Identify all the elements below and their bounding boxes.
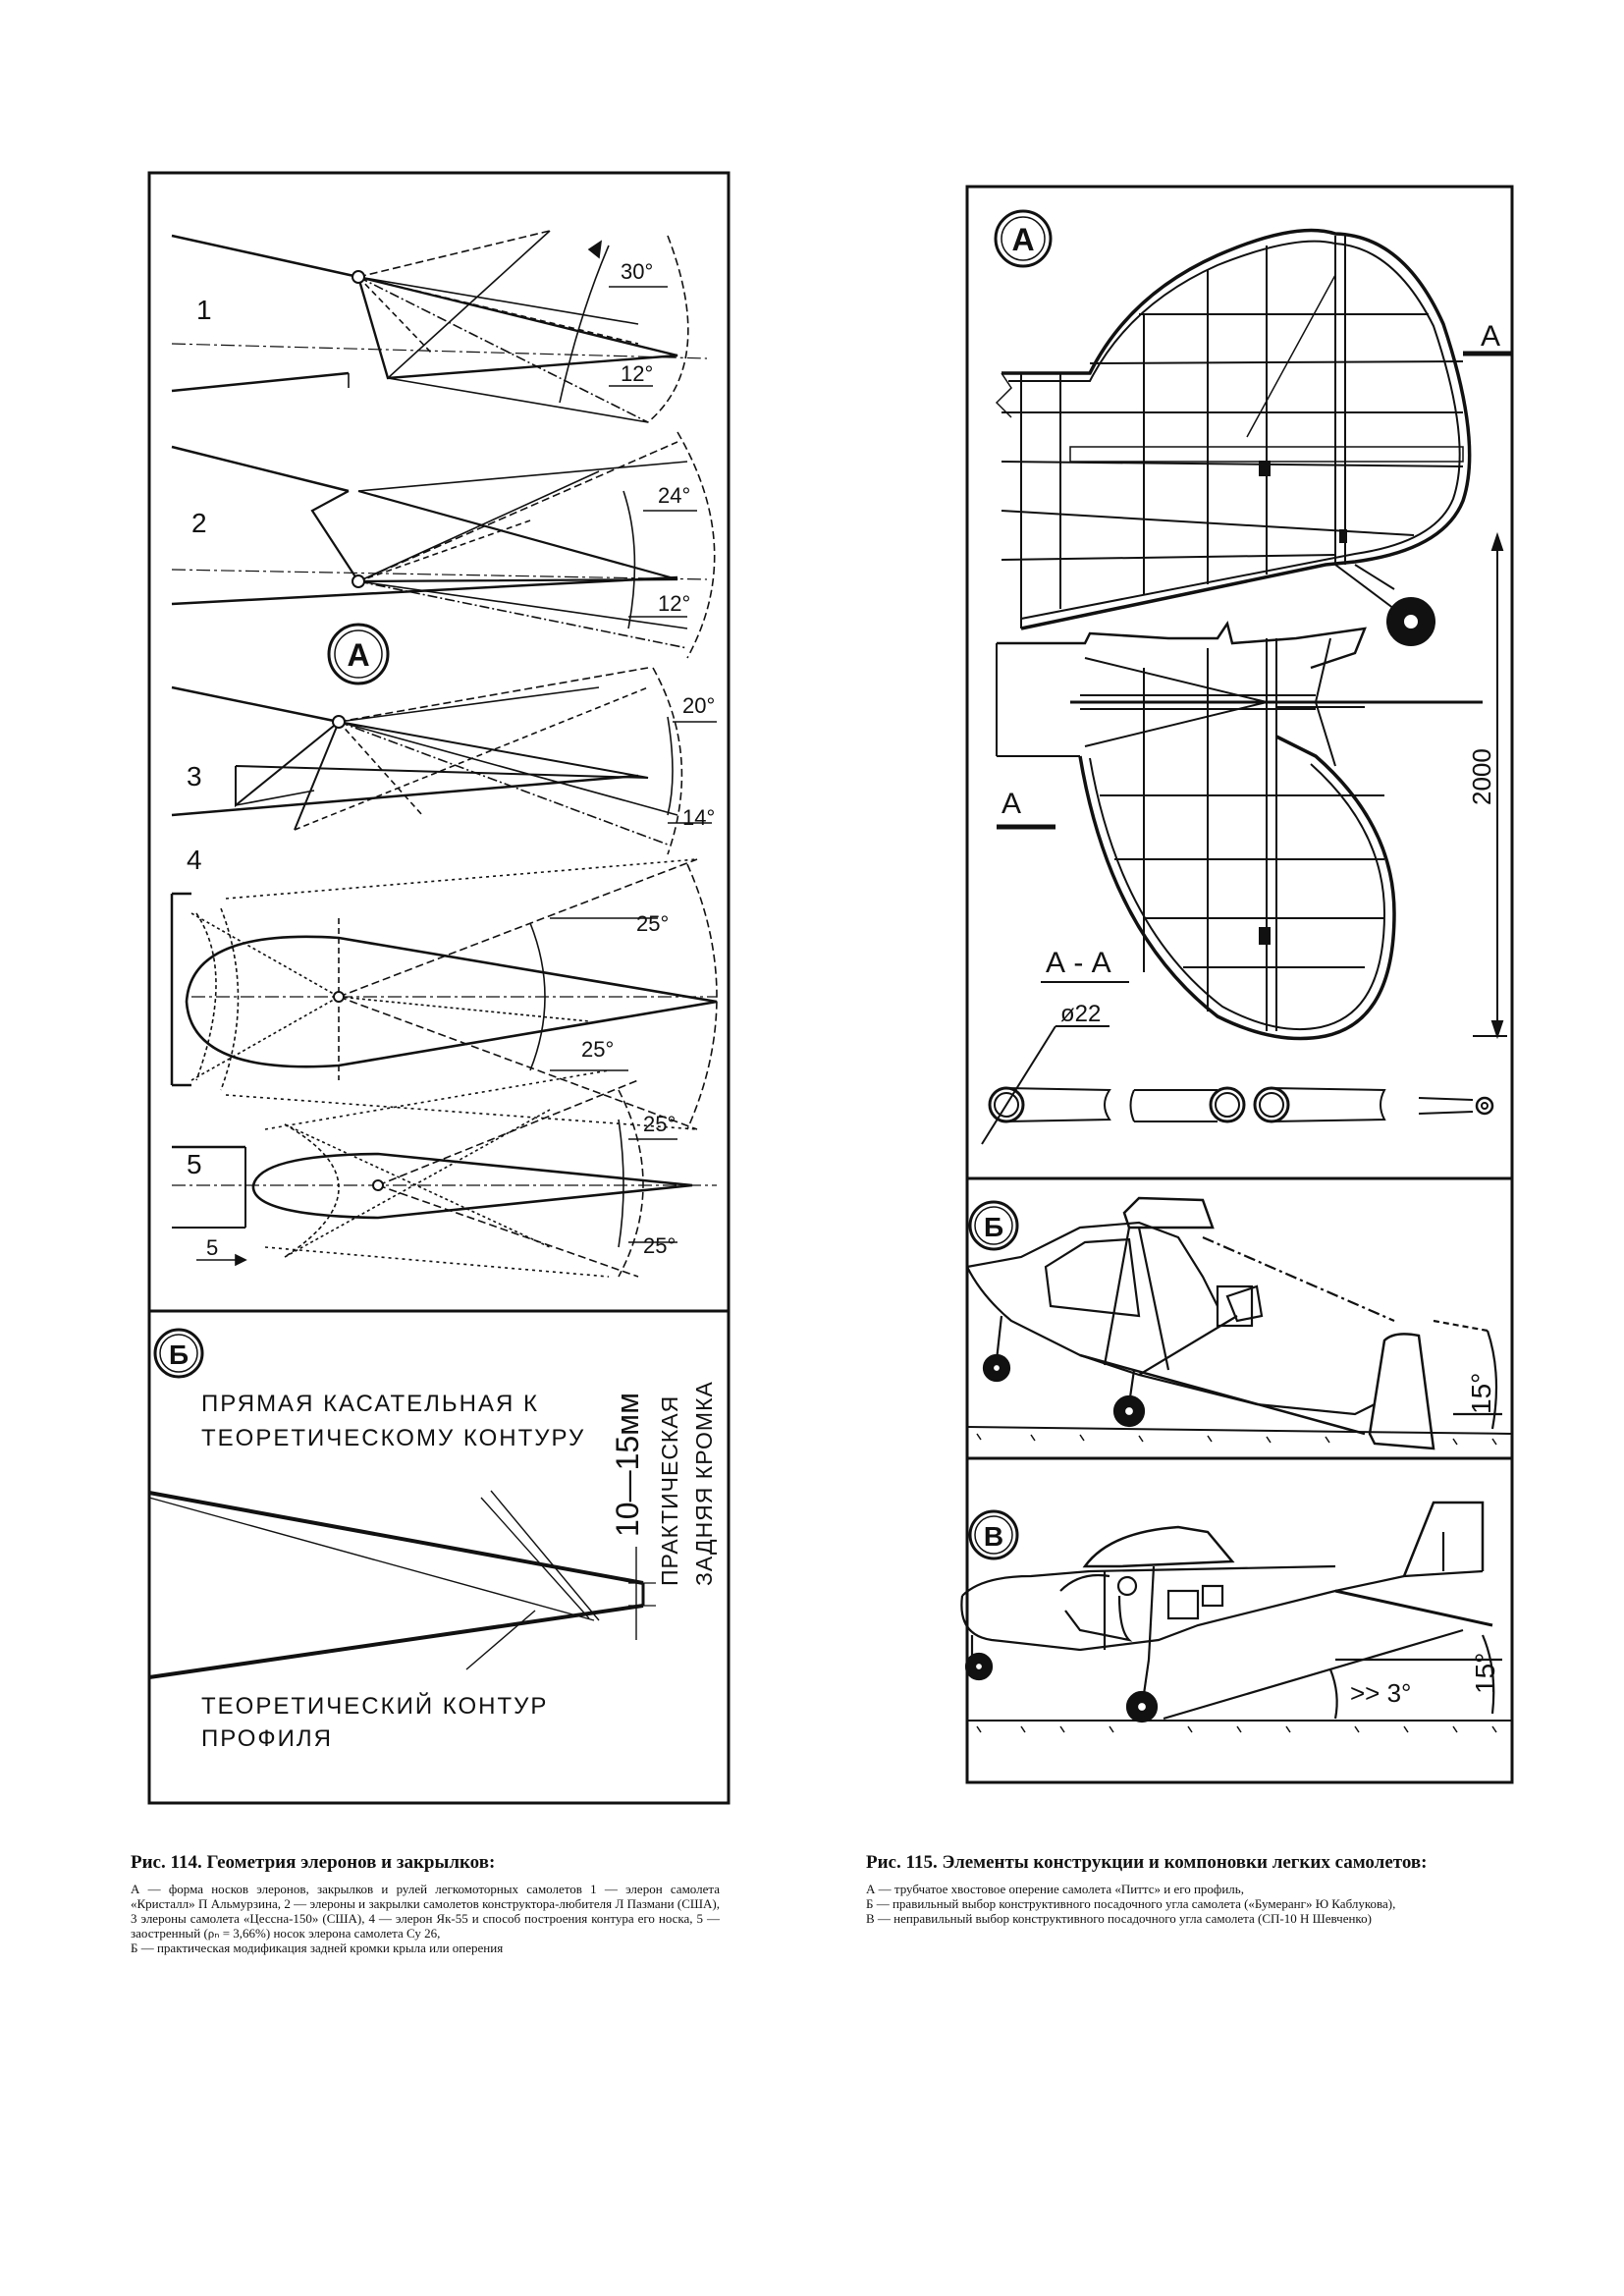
- svg-text:А: А: [347, 637, 369, 673]
- item-5-label: 5: [187, 1149, 202, 1179]
- tail-stabilizer-upper: [995, 228, 1472, 646]
- fig114-marker-b: Б: [153, 1328, 204, 1379]
- practical-edge-label-2: ЗАДНЯЯ КРОМКА: [691, 1381, 717, 1586]
- fig115-caption-body: А — трубчатое хвостовое оперение самолет…: [866, 1882, 1522, 1926]
- svg-text:А: А: [1481, 320, 1500, 353]
- dim-5: 5: [206, 1235, 218, 1260]
- svg-text:Б: Б: [169, 1339, 189, 1370]
- tail-elevator-lower: [996, 531, 1507, 1041]
- fig114-caption: Рис. 114. Геометрия элеронов и закрылков…: [131, 1851, 720, 1955]
- angle-3-down: 14°: [682, 805, 715, 830]
- fig114-caption-body: А — форма носков элеронов, закрылков и р…: [131, 1882, 720, 1955]
- angle-5-down: 25°: [643, 1233, 676, 1258]
- fig114-marker-a: А: [327, 623, 390, 685]
- aileron-5: [172, 1069, 717, 1278]
- fig114-caption-p2: Б — практическая модификация задней кром…: [131, 1941, 504, 1955]
- angle-2-down: 12°: [658, 591, 690, 616]
- trailing-edge-detail: [148, 1490, 656, 1679]
- angle-2-up: 24°: [658, 483, 690, 508]
- fig115-caption-p3: В — неправильный выбор конструктивного п…: [866, 1911, 1372, 1926]
- diameter-label: ø22: [1060, 1001, 1101, 1027]
- aileron-3: [171, 667, 717, 855]
- section-mark-lower: А: [997, 788, 1056, 830]
- fig115-caption-p1: А — трубчатое хвостовое оперение самолет…: [866, 1882, 1244, 1896]
- fig114-caption-title: Рис. 114. Геометрия элеронов и закрылков…: [131, 1852, 496, 1873]
- item-1-label: 1: [196, 295, 212, 325]
- dim-2000: 2000: [1467, 748, 1496, 805]
- tangent-label-1: ПРЯМАЯ КАСАТЕЛЬНАЯ К: [201, 1391, 539, 1417]
- fig114-frame: [147, 171, 731, 1805]
- fig115-marker-v: В: [968, 1509, 1019, 1560]
- svg-text:Б: Б: [984, 1212, 1003, 1242]
- tangent-label-2: ТЕОРЕТИЧЕСКОМУ КОНТУРУ: [201, 1425, 585, 1451]
- angle-1-down: 12°: [621, 361, 653, 386]
- contour-label-1: ТЕОРЕТИЧЕСКИЙ КОНТУР: [201, 1692, 548, 1720]
- item-4-label: 4: [187, 845, 202, 875]
- aircraft-sp10: [960, 1501, 1512, 1733]
- fig115-caption-p2: Б — правильный выбор конструктивного пос…: [866, 1896, 1396, 1911]
- angle-b-15: 15°: [1466, 1373, 1496, 1414]
- section-mark-upper: А: [1463, 320, 1512, 356]
- angle-3-up: 20°: [682, 693, 715, 718]
- aileron-1: [171, 230, 708, 423]
- svg-text:В: В: [984, 1521, 1003, 1552]
- item-2-label: 2: [191, 508, 207, 538]
- svg-text:А: А: [1001, 788, 1021, 820]
- dim-10-15mm: 10—15мм: [610, 1393, 645, 1537]
- fig115-caption: Рис. 115. Элементы конструкции и компоно…: [866, 1851, 1522, 1926]
- fig115-frame: [965, 185, 1514, 1784]
- angle-v-3: >> 3°: [1350, 1678, 1411, 1708]
- angle-4-up: 25°: [636, 911, 669, 936]
- fig115-marker-b: Б: [968, 1200, 1019, 1251]
- practical-edge-label-1: ПРАКТИЧЕСКАЯ: [657, 1395, 682, 1586]
- item-3-label: 3: [187, 761, 202, 792]
- aileron-2: [171, 431, 716, 659]
- angle-4-down: 25°: [581, 1037, 614, 1062]
- fig115-marker-a: А: [994, 209, 1053, 268]
- aircraft-bumerang: [966, 1196, 1513, 1450]
- angle-5-up: 25°: [643, 1112, 676, 1136]
- tube-section: [981, 1025, 1494, 1145]
- fig115-caption-title: Рис. 115. Элементы конструкции и компоно…: [866, 1852, 1428, 1873]
- angle-1-up: 30°: [621, 259, 653, 284]
- fig114-caption-p1: А — форма носков элеронов, закрылков и р…: [131, 1882, 720, 1941]
- svg-text:А: А: [1011, 222, 1034, 257]
- contour-label-2: ПРОФИЛЯ: [201, 1725, 333, 1752]
- section-title: А - А: [1046, 947, 1111, 979]
- angle-v-15: 15°: [1470, 1653, 1500, 1694]
